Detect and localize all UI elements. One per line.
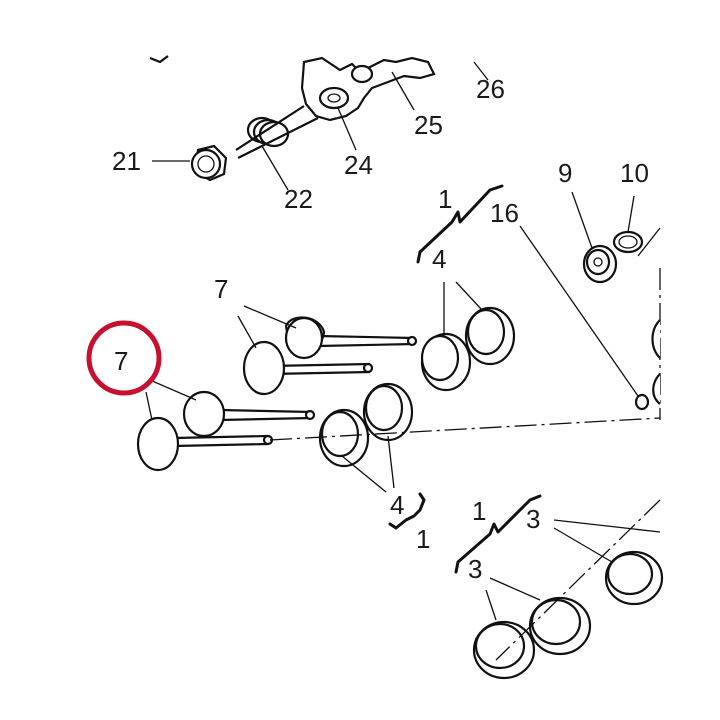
label-1-middle: 1 (416, 524, 430, 554)
center-axis (269, 417, 661, 441)
label-21: 21 (112, 146, 141, 176)
bushing-21 (152, 144, 228, 182)
leader-26 (473, 61, 489, 81)
highlight-circle (86, 320, 162, 396)
label-3-left: 3 (468, 554, 482, 584)
label-7-upper: 7 (214, 274, 228, 304)
label-4-lower: 4 (390, 490, 404, 520)
label-26: 26 (476, 74, 505, 104)
label-4-upper: 4 (432, 244, 446, 274)
label-1-bottom: 1 (472, 496, 486, 526)
label-25: 25 (414, 110, 443, 140)
valve-pair-upper (237, 305, 418, 396)
label-3-right: 3 (526, 504, 540, 534)
label-1-upper: 1 (438, 184, 452, 214)
o-ring-10 (612, 195, 661, 257)
housing-edge (651, 268, 661, 420)
label-16: 16 (490, 198, 519, 228)
label-10: 10 (620, 158, 649, 188)
valve-pair-lower (136, 379, 316, 472)
label-22: 22 (284, 184, 313, 214)
seats-bottom (472, 499, 664, 680)
spring-22 (235, 105, 319, 191)
brace-1-upper (416, 184, 504, 264)
rocker-bracket (149, 55, 436, 122)
brace-1-middle (388, 492, 426, 530)
label-24: 24 (344, 150, 373, 180)
seats-lower (318, 382, 414, 493)
leader-24 (337, 107, 357, 151)
pin-16 (519, 225, 650, 411)
label-7-highlighted: 7 (114, 346, 128, 376)
plug-9 (571, 191, 618, 284)
leader-25 (391, 71, 415, 111)
label-9: 9 (558, 158, 572, 188)
seats-upper (420, 281, 516, 392)
brace-1-bottom (454, 494, 542, 574)
